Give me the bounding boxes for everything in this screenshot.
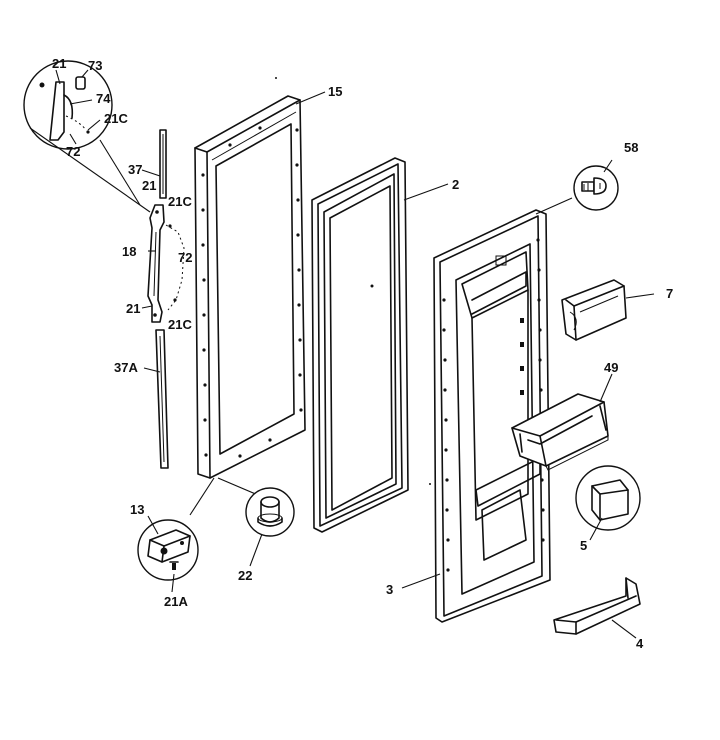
callout-74: 74: [96, 91, 111, 106]
hinge-strip-37: [159, 129, 167, 199]
callout-7: 7: [666, 286, 673, 301]
callout-37: 37: [128, 162, 142, 177]
callout-21C-low: 21C: [168, 317, 192, 332]
handle-cover-7: [561, 279, 627, 341]
callout-21-top: 21: [52, 56, 66, 71]
callout-37A: 37A: [114, 360, 138, 375]
bottom-trim-4: [553, 577, 641, 635]
callout-21C-top: 21C: [104, 111, 128, 126]
bin-insert-5: [575, 465, 641, 531]
callout-13: 13: [130, 502, 144, 517]
callout-72-top: 72: [66, 144, 80, 159]
leader-lines: [55, 69, 655, 639]
callout-21A: 21A: [164, 594, 188, 609]
callout-labels: 21 73 74 21C 72 15 2 58 37 21 21C 18 72 …: [52, 56, 673, 651]
hinge-strip-37A: [155, 329, 169, 469]
door-bin-49: [511, 393, 609, 471]
door-frame-15: [189, 95, 306, 516]
callout-21-mid: 21: [142, 178, 156, 193]
callout-21-low: 21: [126, 301, 140, 316]
callout-58: 58: [624, 140, 638, 155]
callout-72-mid: 72: [178, 250, 192, 265]
hinge-detail-zoom: [23, 60, 151, 213]
door-stop-22: [245, 487, 295, 537]
callout-15: 15: [328, 84, 342, 99]
hinge-bracket-18: [147, 204, 185, 323]
callout-49: 49: [604, 360, 618, 375]
door-gasket-2: [311, 157, 409, 533]
callout-5: 5: [580, 538, 587, 553]
screw-58: [573, 165, 619, 211]
callout-4: 4: [636, 636, 644, 651]
door-liner-3: [433, 197, 573, 623]
callout-18: 18: [122, 244, 136, 259]
callout-73: 73: [88, 58, 102, 73]
callout-21C-mid: 21C: [168, 194, 192, 209]
callout-22: 22: [238, 568, 252, 583]
lower-hinge-13: [137, 519, 199, 581]
callout-3: 3: [386, 582, 393, 597]
callout-2: 2: [452, 177, 459, 192]
